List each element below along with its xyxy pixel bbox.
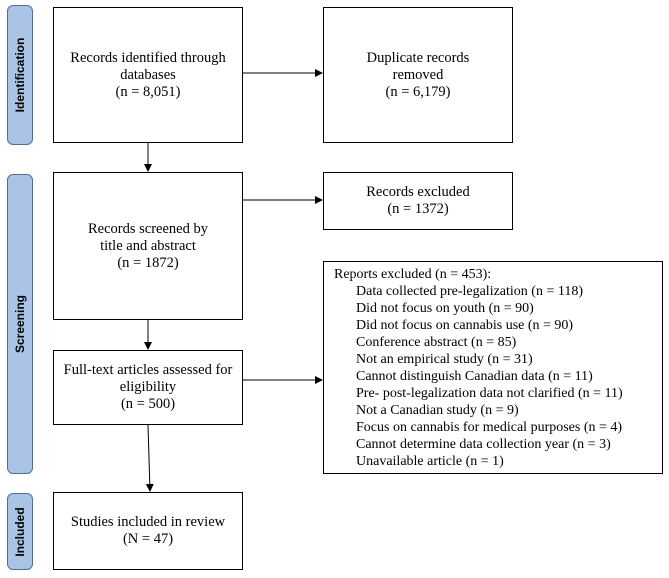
records-excluded-count: (n = 1372) xyxy=(387,201,449,217)
arrow-fulltext-to-included xyxy=(145,424,154,492)
exclusion-reason: Cannot distinguish Canadian data (n = 11… xyxy=(356,369,593,384)
studies-included-label: Studies included in review xyxy=(70,514,226,530)
studies-included-box: Studies included in review (N = 47) xyxy=(53,492,243,570)
records-screened-box: Records screened by title and abstract (… xyxy=(53,172,243,320)
exclusion-reason: Did not focus on cannabis use (n = 90) xyxy=(356,318,574,333)
reports-excluded-heading: Reports excluded (n = 453): xyxy=(334,267,492,282)
studies-included-count: (N = 47) xyxy=(122,531,174,547)
duplicates-removed-line1: Duplicate records xyxy=(366,49,470,66)
reports-excluded-box: Reports excluded (n = 453): Data collect… xyxy=(323,261,663,474)
phase-identification: Identification xyxy=(7,5,33,145)
records-identified-line2: databases xyxy=(120,66,176,83)
full-text-assessed-box: Full-text articles assessed for eligibil… xyxy=(53,350,243,425)
exclusion-reasons-list: Data collected pre-legalization (n = 118… xyxy=(334,283,662,470)
exclusion-reason: Pre- post-legalization data not clarifie… xyxy=(356,386,623,401)
records-excluded-box: Records excluded (n = 1372) xyxy=(323,172,513,230)
exclusion-reason: Unavailable article (n = 1) xyxy=(356,454,504,469)
records-identified-box: Records identified through databases (n … xyxy=(53,7,243,143)
full-text-assessed-line2: eligibility xyxy=(119,379,177,395)
phase-included: Included xyxy=(7,493,33,570)
records-excluded-label: Records excluded xyxy=(366,184,470,200)
full-text-assessed-count: (n = 500) xyxy=(120,396,176,412)
records-identified-line1: Records identified through xyxy=(70,49,226,66)
exclusion-reason: Data collected pre-legalization (n = 118… xyxy=(356,284,583,299)
duplicates-removed-count: (n = 6,179) xyxy=(385,83,451,100)
records-screened-line2: title and abstract xyxy=(100,237,196,254)
full-text-assessed-line1: Full-text articles assessed for xyxy=(63,362,233,378)
exclusion-reason: Not an empirical study (n = 31) xyxy=(356,352,533,367)
phase-screening: Screening xyxy=(7,174,33,474)
exclusion-reason: Focus on cannabis for medical purposes (… xyxy=(356,420,623,435)
exclusion-reason: Did not focus on youth (n = 90) xyxy=(356,301,534,316)
exclusion-reason: Cannot determine data collection year (n… xyxy=(356,437,611,452)
records-screened-count: (n = 1872) xyxy=(117,254,179,271)
exclusion-reason: Conference abstract (n = 85) xyxy=(356,335,517,350)
duplicates-removed-box: Duplicate records removed (n = 6,179) xyxy=(323,7,513,143)
exclusion-reason: Not a Canadian study (n = 9) xyxy=(356,403,519,418)
records-identified-count: (n = 8,051) xyxy=(115,83,181,100)
duplicates-removed-line2: removed xyxy=(392,66,444,83)
records-screened-line1: Records screened by xyxy=(88,220,208,237)
